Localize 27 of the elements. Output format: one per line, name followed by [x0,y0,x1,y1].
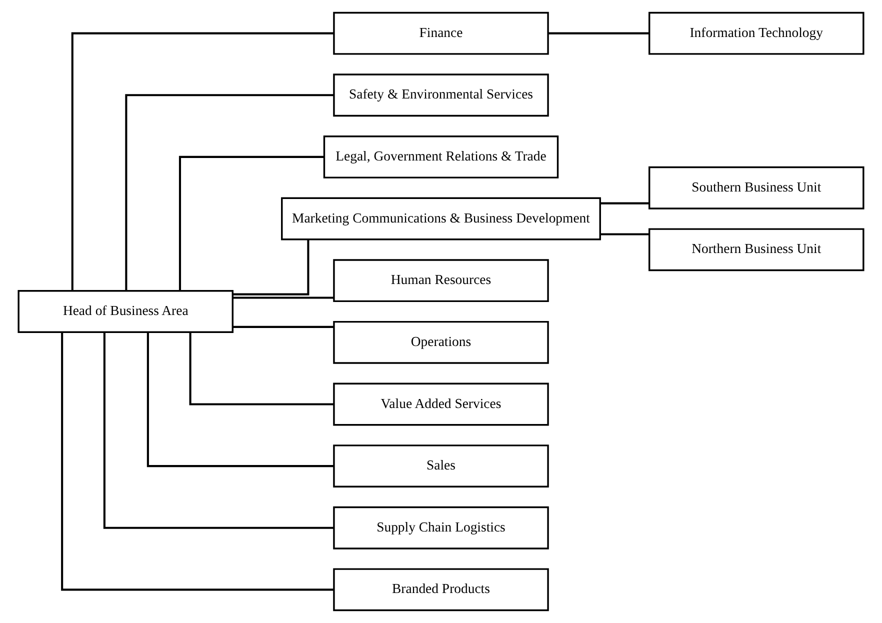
connector [125,94,334,291]
connector [600,202,650,204]
connector [178,156,324,291]
node-box: Information Technology [648,12,864,55]
connector [548,32,649,34]
connector [189,332,334,406]
connector [232,326,334,328]
node-box: Human Resources [333,259,549,302]
connector [146,332,334,468]
node-box: Operations [333,320,549,364]
connector [232,296,334,299]
node-box: Branded Products [333,568,549,612]
node-box: Value Added Services [333,382,549,426]
node-box: Safety & Environmental Services [333,74,549,117]
node-box: Northern Business Unit [648,228,864,272]
connector [600,233,650,236]
node-box: Southern Business Unit [648,166,864,210]
node-box: Head of Business Area [18,290,234,333]
connector [71,32,334,291]
node-box: Sales [333,444,549,488]
node-box: Marketing Communications & Business Development [281,197,601,240]
connector [61,332,334,591]
node-box: Legal, Government Relations & Trade [323,136,559,178]
node-box: Finance [333,12,549,55]
node-box: Supply Chain Logistics [333,506,549,550]
connector [232,239,310,296]
connector [103,332,334,529]
